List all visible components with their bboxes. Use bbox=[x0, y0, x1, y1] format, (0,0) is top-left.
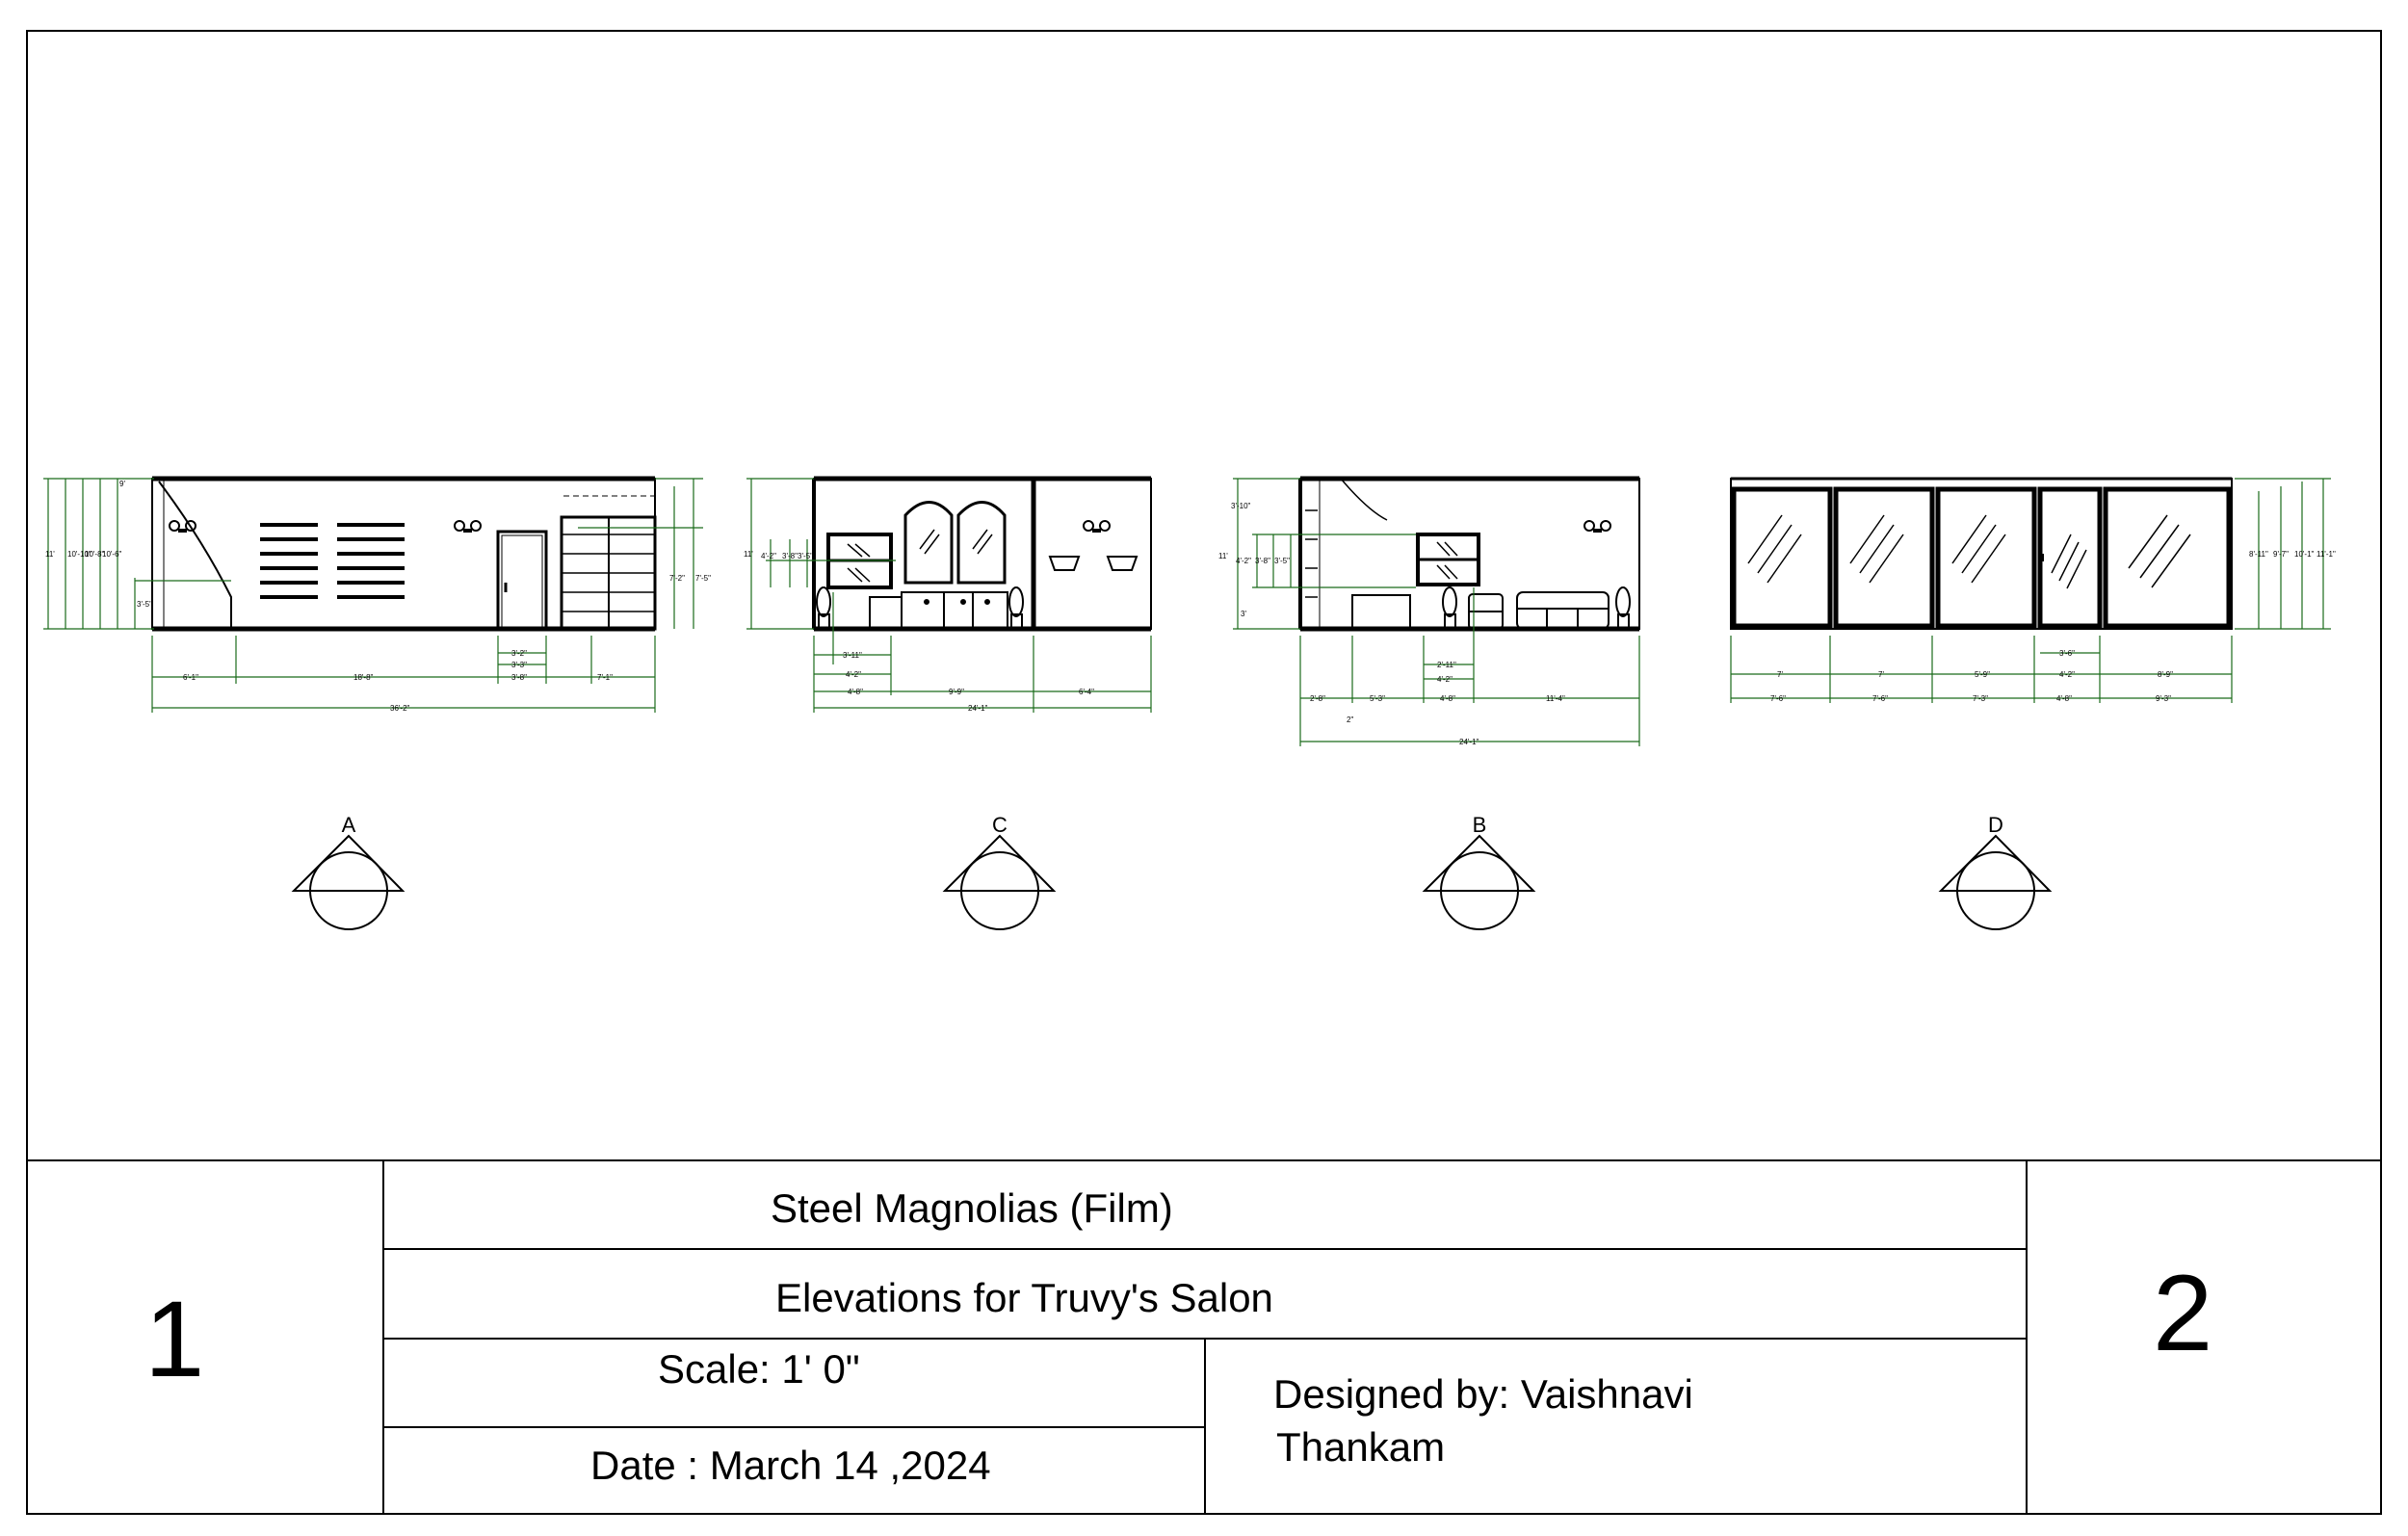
dim-label: 7' bbox=[1878, 670, 1884, 679]
dim-label: 3'-2" bbox=[511, 649, 527, 658]
arched-mirror bbox=[903, 501, 1007, 585]
desk bbox=[1351, 594, 1411, 630]
window bbox=[1416, 533, 1480, 586]
elevation-marker-a: A bbox=[291, 813, 406, 930]
dim-label: 10'-8" bbox=[85, 550, 105, 559]
drawing-title: Elevations for Truvy's Salon bbox=[775, 1275, 1273, 1320]
elevation-d: 7' 7' 5'-9" 3'-6" 4'-2" 8'-9" 7'-6" 7'-6… bbox=[1730, 477, 2336, 703]
sheet-left-number: 1 bbox=[144, 1279, 205, 1399]
dim-label: 6'-1" bbox=[183, 673, 198, 682]
dim-label: 9'-3" bbox=[2156, 694, 2171, 703]
dim-label: 3'-11" bbox=[843, 651, 862, 660]
dim-label: 11'-1" bbox=[2316, 550, 2336, 559]
dim-label: 4'-8" bbox=[848, 688, 863, 696]
vanity-cabinet bbox=[869, 591, 1008, 630]
plant-icon bbox=[816, 586, 1024, 630]
sink-icon bbox=[1048, 556, 1139, 571]
designer-line-2: Thankam bbox=[1276, 1424, 1446, 1470]
dim-label: 9'-7" bbox=[2273, 550, 2289, 559]
elevation-b: 3'-10" 11' 4'-2" 3'-8" 3'-5" 3' 2'-8" 5'… bbox=[1218, 476, 1640, 746]
sconce-icon bbox=[454, 520, 482, 533]
elevation-marker-b: B bbox=[1422, 813, 1536, 930]
dim-label: 5'-9" bbox=[1975, 670, 1990, 679]
sheet-number: 2 bbox=[2153, 1253, 2213, 1373]
dim-label: 3'-5" bbox=[1274, 557, 1290, 565]
dim-label: 8'-11" bbox=[2249, 550, 2268, 559]
dim-label: 10'-1" bbox=[2294, 550, 2315, 559]
dim-label: 4'-8" bbox=[1440, 694, 1455, 703]
dim-label: 3'-5" bbox=[798, 552, 813, 560]
dim-label: 7' bbox=[1777, 670, 1783, 679]
elevation-c: 11' 4'-2" 3'-8" 3'-5" 3'-11" 4'-2" 4'-8"… bbox=[744, 476, 1152, 713]
dim-label: 3'-5" bbox=[137, 600, 152, 609]
dim-label: 7'-6" bbox=[1872, 694, 1888, 703]
sofa-icon bbox=[1516, 591, 1610, 630]
dim-label: 7'-6" bbox=[1770, 694, 1786, 703]
plant-icon bbox=[1442, 586, 1631, 630]
dim-label: 11' bbox=[744, 550, 753, 559]
dim-label: 6'-4" bbox=[1079, 688, 1094, 696]
elevation-a: 6'-1" 18'-8" 3'-2" 3'-3" 3'-8" 7'-1" 36'… bbox=[43, 476, 711, 713]
dim-label: 3'-8" bbox=[782, 552, 798, 560]
shelf-unit bbox=[260, 523, 405, 599]
date-label: Date : March 14 ,2024 bbox=[590, 1443, 991, 1488]
dim-label: 18'-8" bbox=[353, 673, 374, 682]
dim-label: 4'-2" bbox=[1437, 675, 1453, 684]
dim-label: 3' bbox=[1241, 610, 1246, 618]
dim-label: 7'-2" bbox=[669, 574, 685, 583]
dim-label: 11' bbox=[1218, 552, 1228, 560]
door bbox=[496, 530, 548, 631]
marker-label: C bbox=[992, 813, 1008, 837]
marker-label: D bbox=[1988, 813, 2003, 837]
scale-label: Scale: 1' 0" bbox=[658, 1346, 860, 1392]
dim-label: 3'-8" bbox=[511, 673, 527, 682]
chair-icon bbox=[1468, 593, 1504, 630]
dim-label: 2" bbox=[1347, 716, 1353, 724]
dim-label: 10'-6" bbox=[102, 550, 122, 559]
elevation-marker-c: C bbox=[942, 813, 1057, 930]
dim-label: 9'-9" bbox=[949, 688, 964, 696]
project-title: Steel Magnolias (Film) bbox=[771, 1185, 1173, 1231]
dim-label: 2'-11" bbox=[1437, 661, 1456, 669]
marker-label: A bbox=[342, 813, 356, 837]
sconce-icon bbox=[169, 520, 196, 533]
dim-label: 8'-9" bbox=[2158, 670, 2173, 679]
title-block bbox=[27, 1159, 2381, 1514]
dim-label: 4'-2" bbox=[1236, 557, 1251, 565]
dim-label: 4'-8" bbox=[2056, 694, 2072, 703]
dim-label: 2'-8" bbox=[1310, 694, 1325, 703]
dim-label: 10'-10" bbox=[67, 550, 92, 559]
marker-label: B bbox=[1473, 813, 1487, 837]
dim-label: 36'-2" bbox=[390, 704, 410, 713]
dim-label: 5'-3" bbox=[1370, 694, 1385, 703]
dim-label: 11' bbox=[45, 550, 55, 559]
dim-label: 7'-3" bbox=[1973, 694, 1988, 703]
dim-label: 24'-1" bbox=[968, 704, 988, 713]
dim-label: 3'-6" bbox=[2059, 649, 2075, 658]
elevation-marker-d: D bbox=[1938, 813, 2053, 930]
dim-label: 3'-8" bbox=[1255, 557, 1270, 565]
dim-label: 24'-1" bbox=[1459, 738, 1479, 746]
sconce-icon bbox=[1083, 520, 1111, 533]
dim-label: 3'-10" bbox=[1231, 502, 1251, 510]
sconce-icon bbox=[1584, 520, 1611, 533]
dim-label: 4'-2" bbox=[2059, 670, 2075, 679]
dim-label: 7'-5" bbox=[695, 574, 711, 583]
dim-label: 11'-4" bbox=[1546, 694, 1565, 703]
designer-line-1: Designed by: Vaishnavi bbox=[1273, 1371, 1693, 1417]
dim-label: 4'-2" bbox=[846, 670, 861, 679]
dim-label: 9' bbox=[119, 480, 125, 488]
dim-label: 3'-3" bbox=[511, 661, 527, 669]
dim-label: 7'-1" bbox=[597, 673, 613, 682]
dim-label: 4'-2" bbox=[761, 552, 776, 560]
